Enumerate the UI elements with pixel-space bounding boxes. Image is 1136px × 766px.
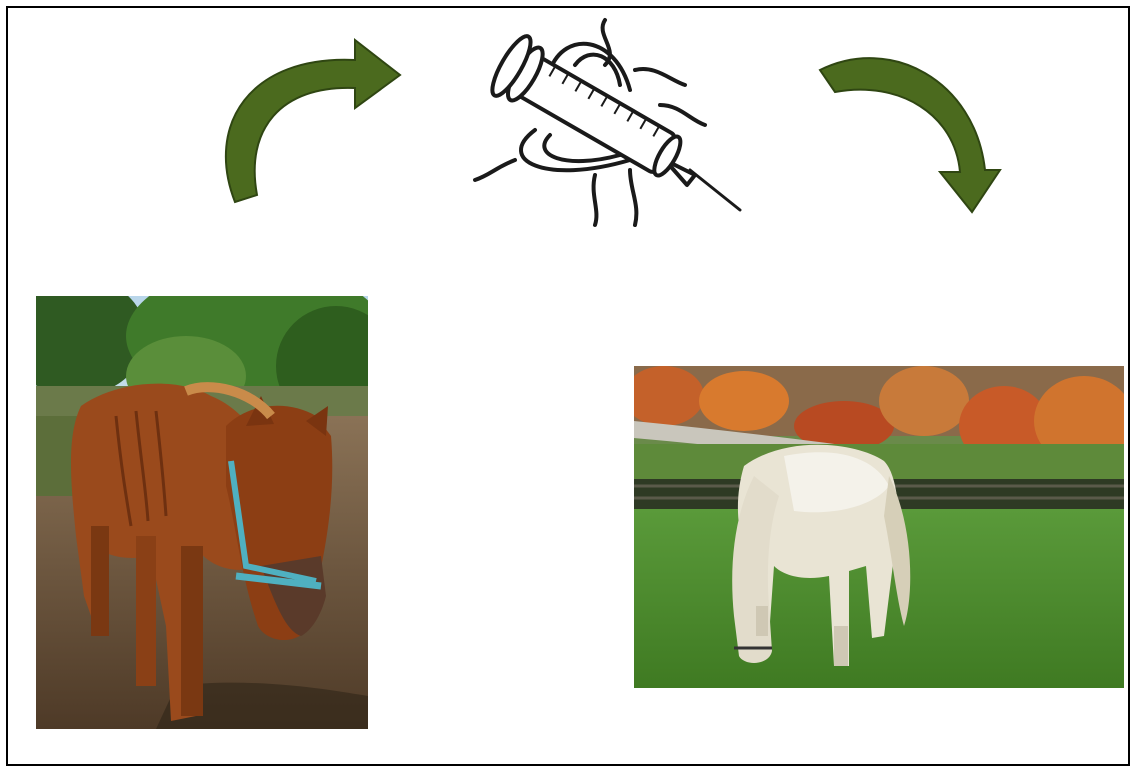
curved-arrow-right-icon bbox=[205, 30, 410, 215]
emaciated-horse-photo bbox=[36, 296, 368, 729]
syringe-bug-icon bbox=[455, 10, 750, 240]
healthy-horse-photo bbox=[634, 366, 1124, 688]
curved-arrow-down-icon bbox=[810, 40, 1010, 220]
